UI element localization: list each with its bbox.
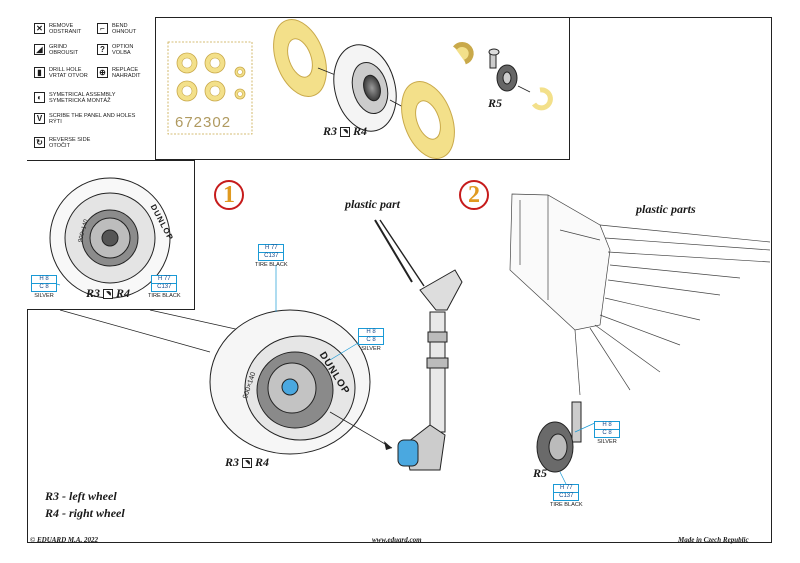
step-2-badge: 2 bbox=[459, 180, 489, 210]
r5-installed bbox=[536, 401, 598, 485]
parts-overview-panel bbox=[155, 17, 570, 160]
legend-item-grind: ◢GRIND OBROUSIT bbox=[34, 44, 78, 57]
exploded-wheel-masks bbox=[273, 19, 455, 159]
symmetrical-icon bbox=[242, 457, 253, 468]
mask-sheet bbox=[167, 41, 253, 135]
scribe-icon: V bbox=[34, 113, 45, 124]
part-label-r5-bottom: R5 bbox=[533, 466, 548, 480]
symmetrical-icon bbox=[103, 288, 114, 299]
remove-icon: ✕ bbox=[34, 23, 45, 34]
mask-sheet-number: 672302 bbox=[175, 114, 232, 131]
footer-origin: Made in Czech Republic bbox=[678, 536, 749, 544]
legend-item-reverse: ↻REVERSE SIDE OTOČIT bbox=[34, 137, 90, 150]
footer-website: www.eduard.com bbox=[372, 536, 422, 544]
reverse-icon: ↻ bbox=[34, 137, 45, 148]
replace-icon: ⊕ bbox=[97, 67, 108, 78]
legend-item-drill: ▮DRILL HOLE VRTAT OTVOR bbox=[34, 67, 88, 80]
plastic-part-label: plastic part bbox=[345, 197, 401, 211]
part-label-r5-top: R5 bbox=[488, 96, 503, 110]
landing-gear-strut bbox=[329, 219, 463, 471]
plastic-parts-label: plastic parts bbox=[636, 202, 696, 216]
footer-copyright: © EDUARD M.A. 2022 bbox=[30, 536, 99, 544]
drill-icon: ▮ bbox=[34, 67, 45, 78]
detail-wheel-drawing bbox=[49, 177, 241, 353]
grind-icon: ◢ bbox=[34, 44, 45, 55]
option-icon: ? bbox=[97, 44, 108, 55]
step-1-badge: 1 bbox=[214, 180, 244, 210]
r5-exploded bbox=[453, 42, 553, 111]
legend-item-remove: ✕REMOVE ODSTRANIT bbox=[34, 23, 81, 36]
legend-item-bend: ⌐BEND OHNOUT bbox=[97, 23, 136, 36]
symmetrical-icon bbox=[340, 126, 351, 137]
wheel-key: R3 - left wheel R4 - right wheel bbox=[45, 489, 125, 520]
legend-item-replace: ⊕REPLACE NAHRADIT bbox=[97, 67, 141, 80]
fuselage-drawing bbox=[509, 193, 771, 396]
bend-icon: ⌐ bbox=[97, 23, 108, 34]
symmetrical-icon: ◐ bbox=[34, 92, 45, 103]
instruction-legend: ✕REMOVE ODSTRANIT ⌐BEND OHNOUT ◢GRIND OB… bbox=[27, 17, 156, 161]
legend-item-symmetrical: ◐SYMETRICAL ASSEMBLY SYMETRICKÁ MONTÁŽ bbox=[34, 92, 116, 105]
legend-item-option: ?OPTION VOLBA bbox=[97, 44, 133, 57]
main-wheel-drawing bbox=[209, 265, 371, 455]
